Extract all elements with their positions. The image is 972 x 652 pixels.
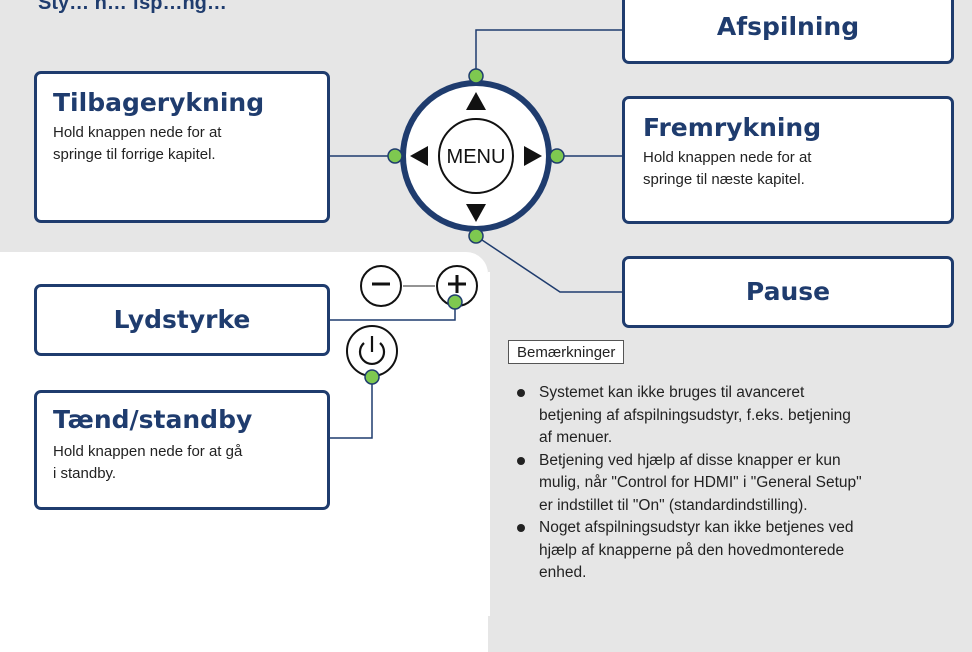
note-1-line-3: af menuer. <box>539 429 613 446</box>
power-control <box>346 325 398 377</box>
fremrykning-desc-2: springe til næste kapitel. <box>643 171 805 188</box>
note-item: Noget afspilningsudstyr kan ikke betjene… <box>512 517 952 585</box>
dpad: MENU <box>400 80 552 232</box>
note-2-line-1: Betjening ved hjælp af disse knapper er … <box>539 451 841 469</box>
note-1-line-1: Systemet kan ikke bruges til avanceret <box>539 384 805 401</box>
volume-minus-button[interactable] <box>360 265 402 307</box>
note-1-line-2: betjening af afspilningsudstyr, f.eks. b… <box>539 406 851 424</box>
dot-up <box>468 68 484 84</box>
triangle-down-icon[interactable] <box>466 204 486 222</box>
fremrykning-box: Fremrykning Hold knappen nede for at spr… <box>622 96 954 224</box>
connector-layer: MENU <box>330 29 622 439</box>
taend-standby-desc-1: Hold knappen nede for at gå <box>53 443 243 460</box>
dot-power <box>364 369 380 385</box>
triangle-up-icon[interactable] <box>466 92 486 110</box>
taend-standby-box: Tænd/standby Hold knappen nede for at gå… <box>34 390 330 510</box>
connector-afspilning <box>475 29 622 76</box>
lydstyrke-box: Lydstyrke <box>34 284 330 356</box>
taend-standby-desc-2: i standby. <box>53 465 117 482</box>
afspilning-title: Afspilning <box>716 12 860 41</box>
notes-tag: Bemærkninger <box>508 340 625 364</box>
note-3-line-2: hjælp af knapperne på den hovedmonterede <box>539 541 845 559</box>
notes-list: Systemet kan ikke bruges til avanceret b… <box>512 382 952 585</box>
fremrykning-desc-1: Hold knappen nede for at <box>643 149 812 166</box>
dot-right <box>549 148 565 164</box>
connector-dots <box>364 68 565 385</box>
fremrykning-title: Fremrykning <box>643 113 822 142</box>
note-3-line-3: enhed. <box>539 564 587 581</box>
volume-controls <box>360 265 478 307</box>
tilbagerykning-title: Tilbagerykning <box>53 88 265 117</box>
note-item: Betjening ved hjælp af disse knapper er … <box>512 450 952 518</box>
triangle-left-icon[interactable] <box>410 146 428 166</box>
triangle-right-icon[interactable] <box>524 146 542 166</box>
dot-down <box>468 228 484 244</box>
panel-divider <box>488 272 490 616</box>
connector-lyd <box>330 302 456 321</box>
tilbagerykning-desc-1: Hold knappen nede for at <box>53 124 222 141</box>
tilbagerykning-box: Tilbagerykning Hold knappen nede for at … <box>34 71 330 223</box>
note-3-line-1: Noget afspilningsudstyr kan ikke betjene… <box>539 519 854 536</box>
taend-standby-title: Tænd/standby <box>53 405 253 434</box>
dot-left <box>387 148 403 164</box>
menu-button[interactable] <box>438 118 514 194</box>
connector-taend <box>330 378 373 439</box>
power-icon <box>358 342 386 365</box>
tilbagerykning-desc-2: springe til forrige kapitel. <box>53 146 216 163</box>
afspilning-box: Afspilning <box>622 0 954 64</box>
lydstyrke-title: Lydstyrke <box>113 305 251 334</box>
note-item: Systemet kan ikke bruges til avanceret b… <box>512 382 952 450</box>
menu-label: MENU <box>447 146 506 168</box>
note-2-line-3: er indstillet til "On" (standardindstill… <box>539 496 808 514</box>
note-2-line-2: mulig, når "Control for HDMI" i "General… <box>539 474 862 491</box>
pause-box: Pause <box>622 256 954 328</box>
pause-title: Pause <box>745 277 831 306</box>
page-title: Sty… h… fsp…ng… <box>38 0 227 14</box>
bullet-icon <box>517 524 525 532</box>
bullet-icon <box>517 456 525 465</box>
bullet-icon <box>517 389 525 397</box>
connector-pause <box>475 235 622 293</box>
dot-volume <box>447 294 463 310</box>
